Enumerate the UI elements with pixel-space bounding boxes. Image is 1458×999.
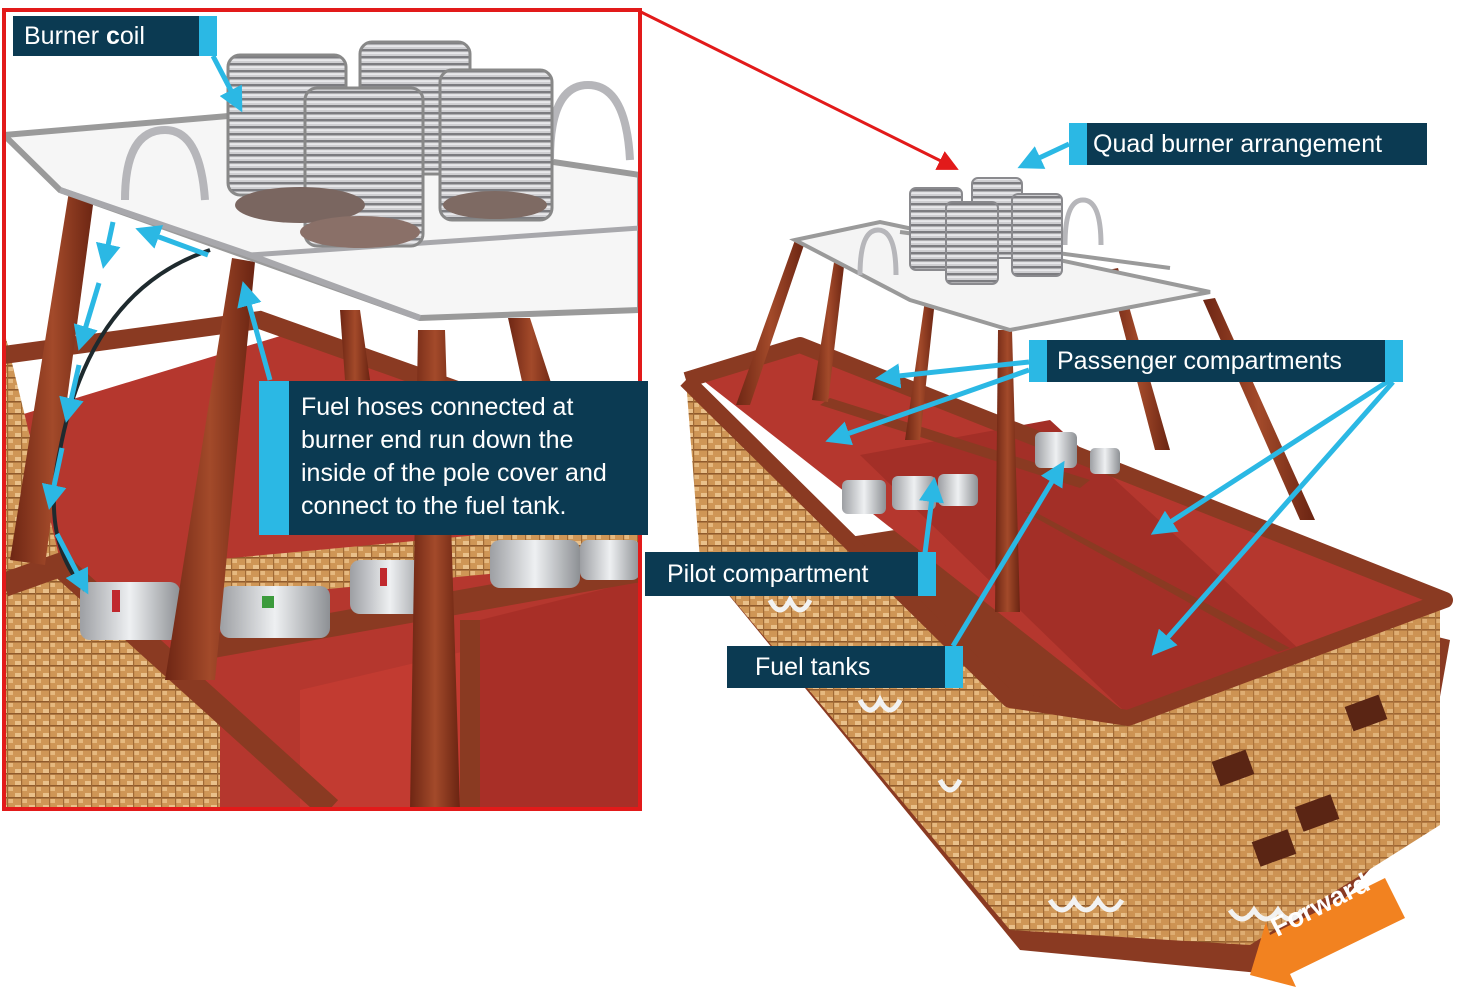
arrow-hose-top [237, 281, 273, 381]
label-tab [945, 646, 963, 688]
pointer-arrows [41, 54, 1395, 656]
arrow-hose-path-0 [135, 225, 209, 258]
arrow-passenger-2 [825, 367, 1030, 446]
arrow-passenger-1 [875, 359, 1030, 389]
arrow-burner-coil [210, 54, 243, 113]
arrow-passenger-4 [1151, 380, 1395, 656]
arrow-hose-path-4 [41, 447, 67, 510]
arrow-hose-path-1 [95, 221, 121, 269]
forward-arrow-icon [1250, 878, 1405, 987]
label-tab [1385, 340, 1403, 382]
label-fuel-hoses: Fuel hoses connected at burner end run d… [259, 381, 648, 535]
label-pilot-compartment: Pilot compartment [645, 552, 936, 596]
arrow-passenger-3 [1150, 377, 1392, 535]
label-fuel-tanks: Fuel tanks [727, 646, 963, 688]
label-tab [918, 552, 936, 596]
label-tab [1029, 340, 1047, 382]
arrow-quad-burner [1017, 141, 1071, 169]
label-passenger-compartments: Passenger compartments [1029, 340, 1403, 382]
label-tab [259, 381, 289, 535]
label-tab [1069, 123, 1087, 165]
label-tab [199, 16, 217, 56]
inset-connector-arrow [640, 10, 959, 170]
arrow-hose-path-2 [73, 282, 102, 351]
label-quad-burner-arrangement: Quad burner arrangement [1069, 123, 1427, 165]
arrow-hose-path-3 [59, 364, 84, 423]
arrow-hose-path-5 [54, 532, 89, 595]
arrow-pilot [919, 477, 944, 554]
label-burner-coil: Burner coil [13, 16, 217, 56]
arrow-fuel-tanks [950, 460, 1065, 648]
